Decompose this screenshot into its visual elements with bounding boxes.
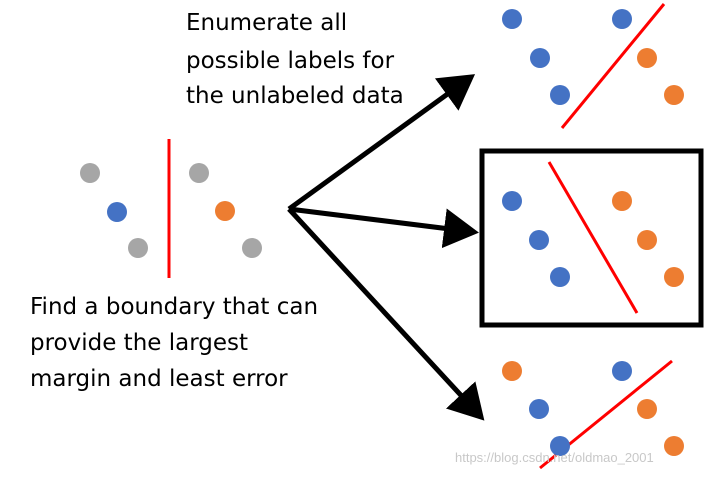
data-point — [550, 267, 570, 287]
data-point — [637, 230, 657, 250]
arrow-to-labeling-3 — [287, 207, 485, 421]
bottom-caption-line-2: provide the largest — [30, 330, 248, 356]
labeling-3-points — [502, 361, 684, 456]
arrows — [287, 74, 485, 421]
bottom-caption-line-3: margin and least error — [30, 366, 288, 392]
data-point — [107, 202, 127, 222]
data-point — [550, 85, 570, 105]
arrow-to-labeling-1 — [287, 74, 476, 212]
top-caption-line-1: Enumerate all — [186, 10, 347, 36]
data-point — [530, 48, 550, 68]
arrow-to-labeling-2 — [288, 206, 479, 249]
data-point — [637, 48, 657, 68]
data-point — [215, 201, 235, 221]
bottom-caption-line-1: Find a boundary that can — [30, 294, 318, 320]
data-point — [529, 399, 549, 419]
data-point — [529, 230, 549, 250]
data-point — [664, 85, 684, 105]
top-caption-line-3: the unlabeled data — [186, 83, 404, 109]
selected-labeling-frame — [479, 148, 704, 328]
labeling-1-boundary-line — [560, 3, 666, 129]
data-point — [612, 9, 632, 29]
data-point — [502, 191, 522, 211]
data-point — [128, 238, 148, 258]
data-point — [189, 163, 209, 183]
labeling-2-points — [502, 191, 684, 287]
labeling-1-points — [502, 9, 684, 105]
data-point — [612, 361, 632, 381]
data-point — [664, 267, 684, 287]
data-point — [502, 9, 522, 29]
data-point — [612, 191, 632, 211]
bottom-caption: Find a boundary that can provide the lar… — [30, 294, 325, 392]
data-point — [242, 238, 262, 258]
data-point — [637, 399, 657, 419]
data-point — [80, 163, 100, 183]
data-point — [664, 436, 684, 456]
top-caption-line-2: possible labels for — [186, 48, 395, 74]
top-caption: Enumerate all possible labels for the un… — [186, 10, 404, 109]
data-point — [550, 436, 570, 456]
labeling-2-boundary-line — [547, 161, 639, 314]
input-points — [80, 163, 262, 258]
data-point — [502, 361, 522, 381]
watermark-text: https://blog.csdn.net/oldmao_2001 — [455, 450, 654, 465]
